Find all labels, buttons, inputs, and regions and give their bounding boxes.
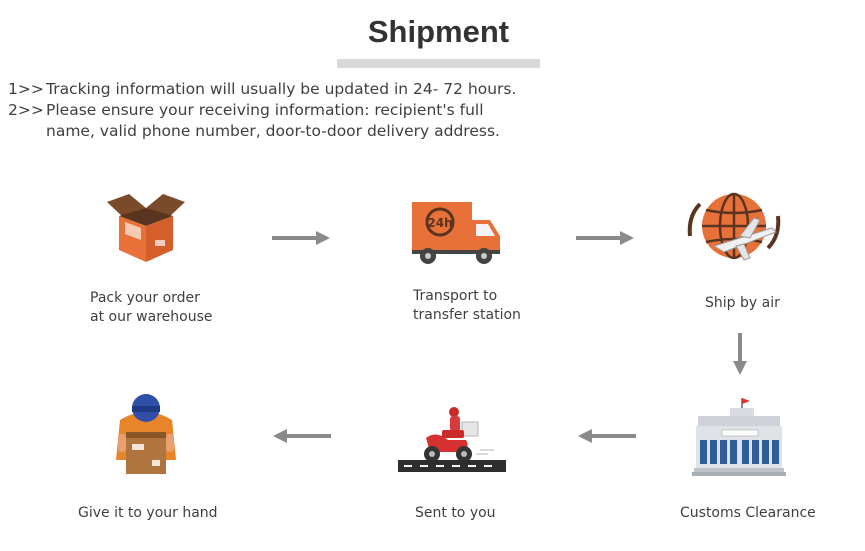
step-label: Pack your order at our warehouse [90,289,212,327]
step-label-line: Give it to your hand [78,505,218,521]
note-number: 2>> [8,101,44,119]
truck-24h-icon: 24h [410,198,502,270]
note-number: 1>> [8,80,44,98]
down-arrow-icon [733,333,747,379]
courier-package-icon [108,390,184,484]
step-label-line: transfer station [413,307,521,323]
note-item: 2>> Please ensure your receiving informa… [8,100,566,142]
step-label: Transport to transfer station [413,287,521,325]
page-title: Shipment [367,14,510,49]
scooter-courier-icon [396,404,508,478]
globe-plane-icon [684,190,784,270]
step-label-line: Sent to you [415,505,496,521]
customs-building-icon [692,396,786,482]
shipping-notes: 1>> Tracking information will usually be… [8,79,566,142]
right-arrow-icon [576,230,634,249]
title-underline [337,59,540,68]
step-label-line: Transport to [413,288,498,304]
step-label-line: at our warehouse [90,309,213,325]
step-label-line: Pack your order [90,290,200,306]
note-text: Please ensure your receiving information… [46,101,500,140]
step-label: Give it to your hand [78,504,218,523]
step-label: Sent to you [415,504,496,523]
note-text: Tracking information will usually be upd… [46,80,517,98]
step-label-line: Ship by air [705,295,780,311]
right-arrow-icon [272,230,330,249]
step-label-line: Customs Clearance [680,505,816,521]
step-label: Customs Clearance [680,504,816,523]
note-item: 1>> Tracking information will usually be… [8,79,566,100]
left-arrow-icon [578,428,636,447]
svg-text:24h: 24h [427,216,452,230]
box-icon [105,192,187,268]
left-arrow-icon [273,428,331,447]
step-label: Ship by air [705,294,780,313]
